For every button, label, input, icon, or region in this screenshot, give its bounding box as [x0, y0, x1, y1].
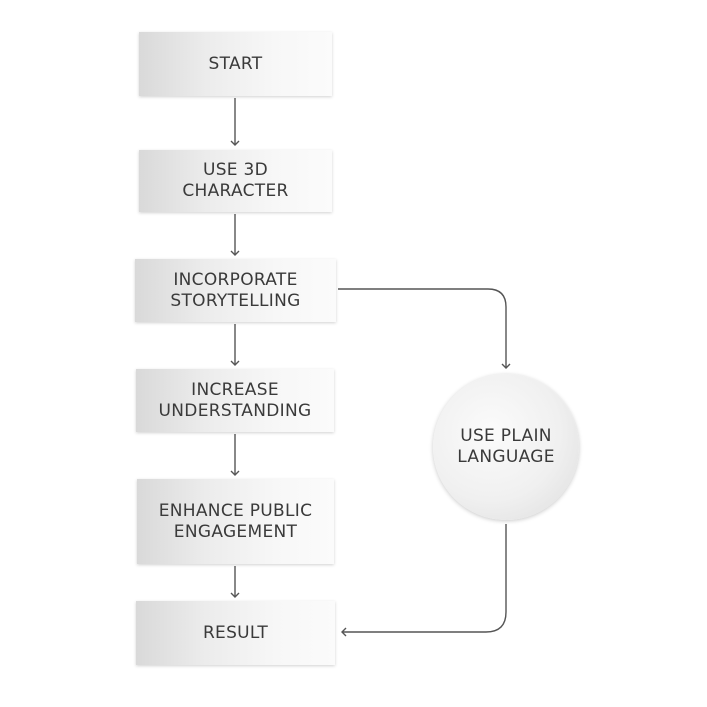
- node-incorporate-storytelling-label: INCORPORATE STORYTELLING: [170, 269, 301, 311]
- node-result-label: RESULT: [202, 622, 269, 643]
- node-enhance-public-engagement-label: ENHANCE PUBLIC ENGAGEMENT: [158, 500, 313, 542]
- node-start: START: [139, 32, 332, 96]
- node-use-plain-language: USE PLAIN LANGUAGE: [433, 374, 579, 520]
- node-increase-understanding: INCREASE UNDERSTANDING: [136, 369, 334, 432]
- arrow-storytelling-to-plain-language: [338, 288, 511, 369]
- node-incorporate-storytelling: INCORPORATE STORYTELLING: [135, 259, 336, 322]
- node-increase-understanding-label: INCREASE UNDERSTANDING: [158, 379, 312, 421]
- node-use-plain-language-label: USE PLAIN LANGUAGE: [457, 426, 555, 467]
- node-enhance-public-engagement: ENHANCE PUBLIC ENGAGEMENT: [137, 479, 334, 564]
- node-use-3d-character: USE 3D CHARACTER: [139, 150, 332, 212]
- node-result: RESULT: [136, 601, 335, 665]
- node-start-label: START: [208, 53, 263, 74]
- node-use-3d-character-label: USE 3D CHARACTER: [182, 160, 289, 201]
- arrow-plain-language-to-result: [341, 524, 507, 637]
